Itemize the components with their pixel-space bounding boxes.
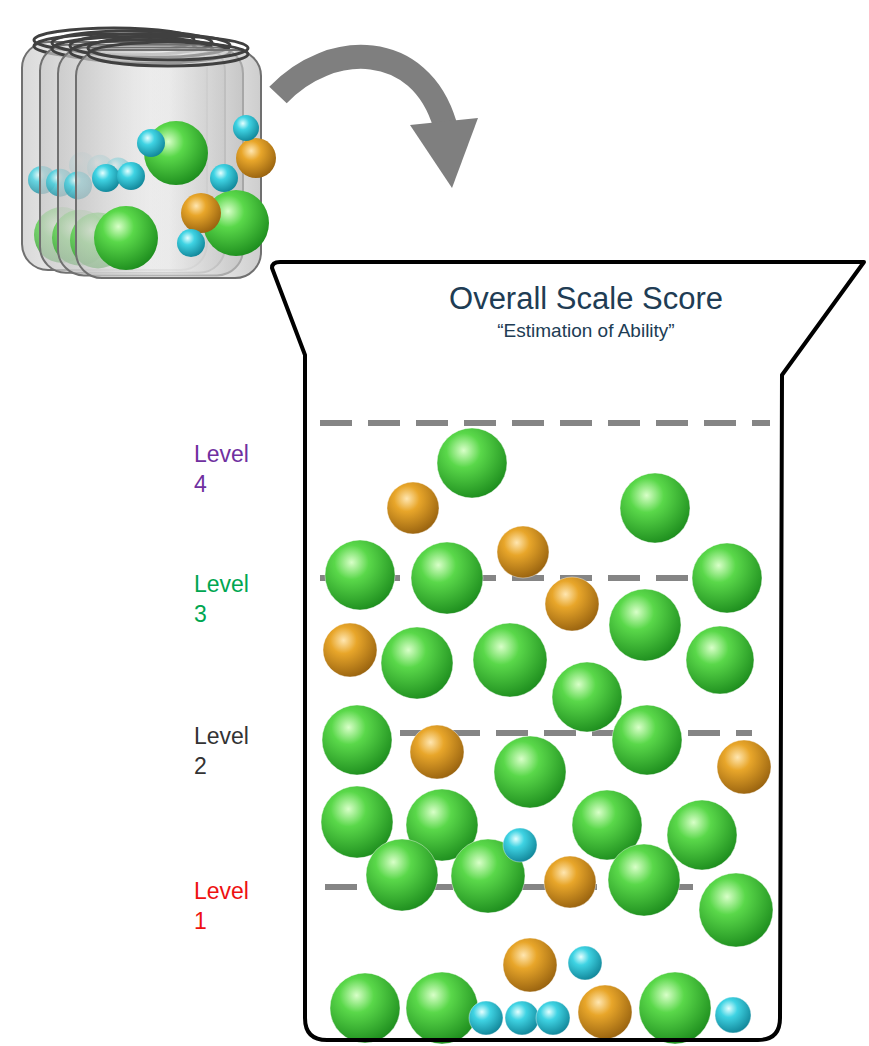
ball (505, 1001, 539, 1035)
ball (536, 1001, 570, 1035)
ball (609, 589, 681, 661)
ball (330, 973, 400, 1043)
ball (411, 542, 483, 614)
level-divider (320, 423, 770, 887)
ability-balls (321, 428, 773, 1044)
scale-title: Overall Scale Score (304, 280, 868, 319)
level-label: Level 3 (194, 570, 249, 630)
ball (325, 540, 395, 610)
ball (381, 627, 453, 699)
beaker-shape: Overall Scale Score“Estimation of Abilit… (268, 258, 868, 1044)
ball (322, 705, 392, 775)
ball (494, 736, 566, 808)
ball (699, 873, 773, 947)
scale-subtitle: “Estimation of Ability” (304, 319, 868, 343)
level-label: Level 2 (194, 722, 249, 782)
ball (612, 705, 682, 775)
ball (366, 839, 438, 911)
jar-stack (22, 28, 276, 278)
ball (568, 946, 602, 980)
ball (544, 856, 596, 908)
beaker-outline (272, 262, 864, 1040)
ball (686, 626, 754, 694)
level-label: Level 1 (194, 877, 249, 937)
ball (497, 526, 549, 578)
ball (608, 844, 680, 916)
ball (692, 543, 762, 613)
ball (639, 972, 711, 1044)
ball (503, 938, 557, 992)
curved-arrow (278, 57, 478, 188)
ball (715, 997, 751, 1033)
ball (387, 482, 439, 534)
ball (469, 1001, 503, 1035)
ball (717, 740, 771, 794)
level-divider (320, 420, 770, 426)
ball (410, 725, 464, 779)
ball (437, 428, 507, 498)
ball (667, 800, 737, 870)
ball (503, 828, 537, 862)
ball (323, 623, 377, 677)
beaker-outline (268, 258, 868, 1044)
ball (552, 662, 622, 732)
ball (406, 972, 478, 1044)
ball (473, 623, 547, 697)
ball (545, 577, 599, 631)
level-label: Level 4 (194, 440, 249, 500)
ball (620, 473, 690, 543)
jar (76, 36, 276, 278)
ball (578, 985, 632, 1039)
